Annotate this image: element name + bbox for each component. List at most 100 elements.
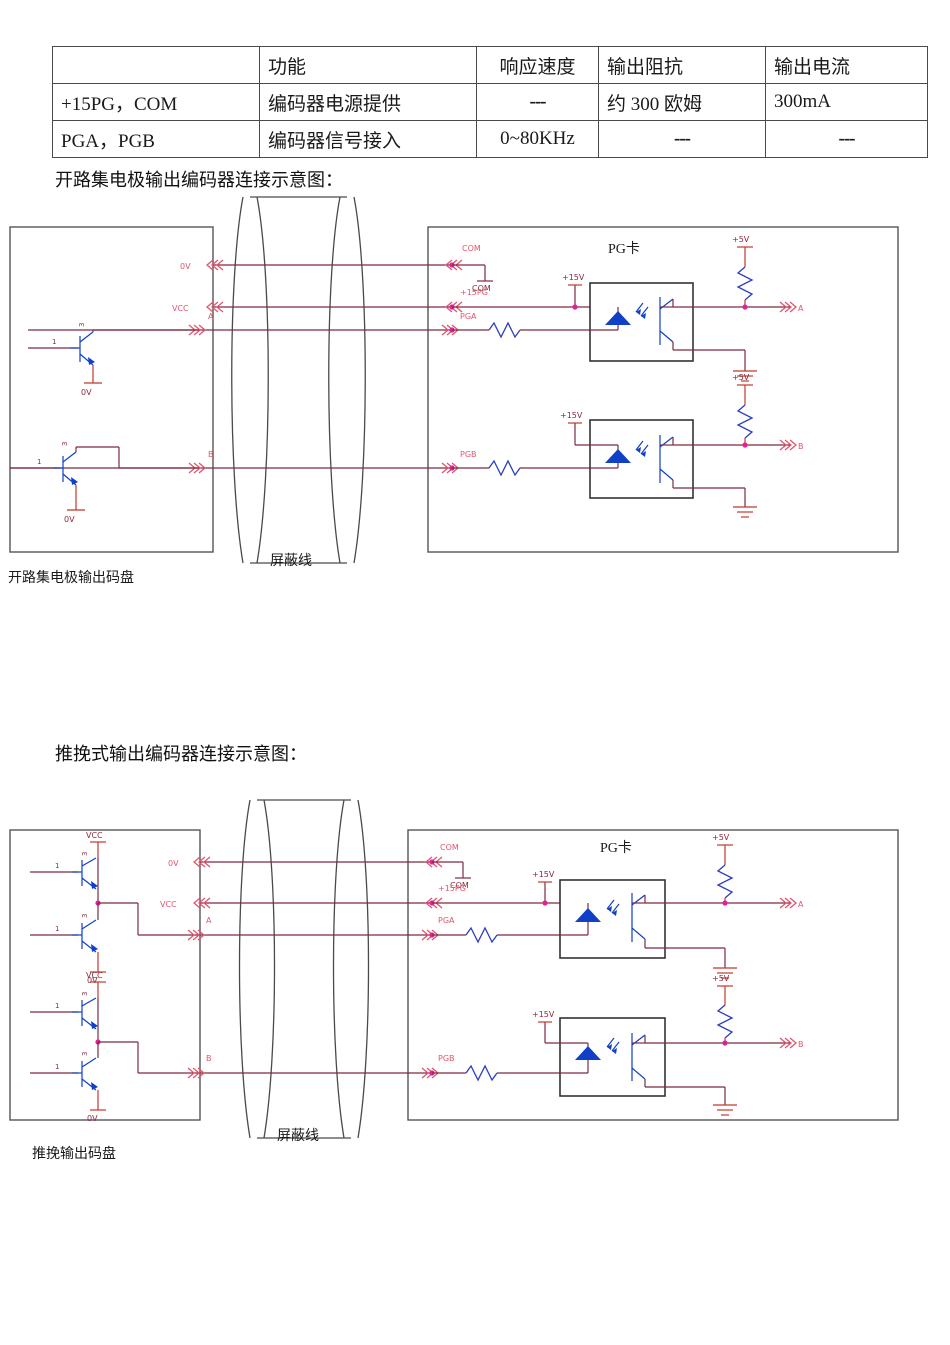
transistor-pin-1: 1	[37, 458, 41, 466]
pg-card-box-outline	[407, 829, 899, 1121]
terminal-0v-label: 0V	[168, 859, 179, 868]
spec-table: 功能 响应速度 输出阻抗 输出电流 +15PG，COM 编码器电源提供 --- …	[52, 46, 928, 158]
supply-vcc-label-a: VCC	[86, 831, 103, 840]
transistor-pin-3: 3	[81, 914, 89, 918]
transistor-pin-1: 1	[55, 862, 59, 870]
pg-card-label: PG卡	[608, 241, 640, 257]
resistor-a	[452, 321, 590, 339]
supply-15v-label-a: +15V	[562, 273, 585, 282]
output-a-label: A	[798, 304, 804, 313]
push-pull-transistors-b: VCC 1 3 1 3 0V	[30, 971, 139, 1123]
cell-output-impedance: 约 300 欧姆	[598, 83, 766, 121]
supply-15v-label-b: +15V	[532, 1010, 555, 1019]
terminal-com-label: COM	[440, 843, 459, 852]
supply-5v-label-a: +5V	[732, 235, 750, 244]
header-signal	[52, 46, 260, 84]
ground-0v-label: 0V	[64, 515, 75, 524]
cell-signal: PGA，PGB	[52, 120, 260, 158]
open-collector-diagram: 屏蔽线 0V COM COM VCC +15PG +15V A PGA 1 3	[0, 185, 950, 595]
encoder-box-label: 推挽输出码盘	[32, 1145, 116, 1162]
ground-symbol-a	[733, 370, 757, 382]
terminal-com-label: COM	[462, 244, 481, 253]
transistor-pin-1: 1	[52, 338, 56, 346]
encoder-box-outline	[9, 226, 214, 553]
terminal-15pg-label: +15PG	[460, 288, 488, 297]
pg-card-label: PG卡	[600, 840, 632, 856]
transistor-pin-3: 3	[81, 1052, 89, 1056]
output-b-label: B	[798, 442, 804, 451]
ground-0v-label: 0V	[87, 1114, 98, 1123]
terminal-vcc-label: VCC	[172, 304, 189, 313]
diagram-2-caption: 推挽式输出编码器连接示意图：	[55, 744, 307, 764]
resistor-b	[452, 459, 590, 477]
encoder-box-label: 开路集电极输出码盘	[8, 569, 134, 586]
transistor-b: 1 3 0V	[10, 442, 199, 524]
cell-output-impedance: ---	[598, 120, 766, 158]
encoder-box-outline	[9, 829, 201, 1121]
supply-15v-label-a: +15V	[532, 870, 555, 879]
header-output-impedance: 输出阻抗	[598, 46, 766, 84]
ground-symbol-a	[713, 967, 737, 979]
shield-cable-label: 屏蔽线	[277, 1128, 319, 1144]
shield-cable-shape	[231, 196, 366, 564]
junction-node	[542, 900, 548, 906]
table-row: +15PG，COM 编码器电源提供 --- 约 300 欧姆 300mA	[52, 83, 928, 121]
cell-response-speed: 0~80KHz	[476, 120, 599, 158]
com-node-label: COM	[472, 284, 491, 293]
pullup-resistor-b: +5V	[712, 974, 734, 1046]
output-a-label: A	[798, 900, 804, 909]
terminal-a-label: A	[208, 312, 214, 321]
supply-5v-label-a: +5V	[712, 833, 730, 842]
optocoupler-b: +15V	[560, 411, 694, 499]
cell-output-current: 300mA	[765, 83, 928, 121]
header-function: 功能	[259, 46, 477, 84]
cell-function: 编码器信号接入	[259, 120, 477, 158]
push-pull-transistors-a: VCC 1 3 1 3 0V	[30, 831, 139, 985]
transistor-pin-3: 3	[81, 852, 89, 856]
terminal-b-label: B	[206, 1054, 212, 1063]
supply-5v-label-b: +5V	[712, 974, 730, 983]
supply-15v-label-b: +15V	[560, 411, 583, 420]
terminal-pgb-label: PGB	[438, 1054, 455, 1063]
terminal-15pg-label: +15PG	[438, 884, 466, 893]
transistor-pin-3: 3	[61, 442, 69, 446]
transistor-pin-3: 3	[81, 992, 89, 996]
diagram-1-caption: 开路集电极输出编码器连接示意图：	[55, 170, 343, 190]
supply-vcc-label-b: VCC	[86, 971, 103, 980]
cell-signal: +15PG，COM	[52, 83, 260, 121]
terminal-0v-label: 0V	[180, 262, 191, 271]
ground-symbol-b	[733, 506, 757, 518]
terminal-pga-label: PGA	[460, 312, 477, 321]
table-header-row: 功能 响应速度 输出阻抗 输出电流	[52, 46, 928, 84]
junction-node	[572, 304, 578, 310]
com-node-label: COM	[450, 881, 469, 890]
transistor-pin-3: 3	[78, 323, 86, 327]
table-row: PGA，PGB 编码器信号接入 0~80KHz --- ---	[52, 120, 928, 158]
optocoupler-b: +15V	[532, 1010, 666, 1097]
pullup-resistor-a: +5V	[732, 235, 754, 310]
transistor-pin-1: 1	[55, 1063, 59, 1071]
resistor-b	[432, 1064, 560, 1082]
optocoupler-a	[589, 282, 694, 362]
push-pull-diagram: 屏蔽线 0V COM COM VCC +15PG +15V A PGA VCC …	[0, 790, 950, 1170]
resistor-a	[432, 926, 560, 944]
terminal-a-label: A	[206, 916, 212, 925]
shield-cable-label: 屏蔽线	[270, 553, 312, 569]
cell-function: 编码器电源提供	[259, 83, 477, 121]
optocoupler-a	[559, 879, 666, 959]
transistor-pin-1: 1	[55, 1002, 59, 1010]
pullup-resistor-a: +5V	[712, 833, 734, 906]
ground-symbol-b	[713, 1104, 737, 1116]
terminal-vcc-label: VCC	[160, 900, 177, 909]
cell-output-current: ---	[765, 120, 928, 158]
shield-cable-shape	[238, 799, 370, 1139]
cell-response-speed: ---	[476, 83, 599, 121]
header-response-speed: 响应速度	[476, 46, 599, 84]
transistor-a: 1 3 0V	[28, 323, 199, 397]
spec-table-container: 功能 响应速度 输出阻抗 输出电流 +15PG，COM 编码器电源提供 --- …	[52, 46, 928, 158]
pg-card-box-outline	[427, 226, 899, 553]
terminal-pgb-label: PGB	[460, 450, 477, 459]
pullup-resistor-b: +5V	[732, 373, 754, 448]
output-b-label: B	[798, 1040, 804, 1049]
supply-5v-label-b: +5V	[732, 373, 750, 382]
